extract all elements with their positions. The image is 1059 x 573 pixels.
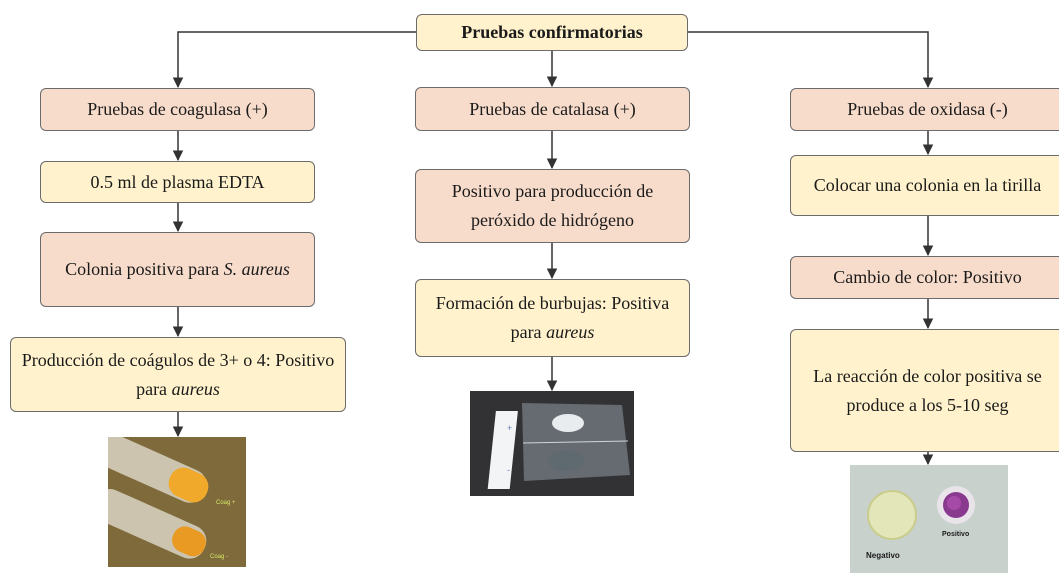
catalase-step-1: Positivo para producción de peróxido de … bbox=[415, 169, 690, 243]
oxidase-pos-label: Positivo bbox=[942, 531, 969, 538]
coagulase-step-2: Colonia positiva para S. aureus bbox=[40, 232, 315, 307]
catalase-neg-label: - bbox=[507, 465, 510, 475]
oxidase-step-1: Colocar una colonia en la tirilla bbox=[790, 155, 1059, 216]
catalase-slide-photo: + - bbox=[470, 391, 634, 496]
root-to-oxidase-arrow bbox=[688, 31, 934, 89]
catalase-header: Pruebas de catalasa (+) bbox=[415, 87, 690, 131]
oxidase-step-2: Cambio de color: Positivo bbox=[790, 256, 1059, 299]
root-node: Pruebas confirmatorias bbox=[416, 14, 688, 51]
coagulase-step-1: 0.5 ml de plasma EDTA bbox=[40, 161, 315, 203]
oxidase-neg-label: Negativo bbox=[866, 551, 900, 560]
oxidase-step-3: La reacción de color positiva se produce… bbox=[790, 329, 1059, 452]
coagulase-step-3: Producción de coágulos de 3+ o 4: Positi… bbox=[10, 337, 346, 412]
catalase-step-2: Formación de burbujas: Positiva para aur… bbox=[415, 279, 690, 357]
coag-pos-label: Coag + bbox=[216, 500, 236, 506]
coag-neg-label: Coag - bbox=[210, 554, 228, 560]
root-title: Pruebas confirmatorias bbox=[461, 22, 643, 43]
oxidase-strip-photo: Negativo Positivo bbox=[850, 465, 1008, 573]
catalase-pos-label: + bbox=[507, 423, 512, 433]
oxidase-header: Pruebas de oxidasa (-) bbox=[790, 88, 1059, 131]
coagulase-tubes-photo: Coag + Coag - bbox=[108, 437, 246, 567]
coagulase-header: Pruebas de coagulasa (+) bbox=[40, 88, 315, 131]
root-to-coagulase-arrow bbox=[172, 31, 416, 89]
